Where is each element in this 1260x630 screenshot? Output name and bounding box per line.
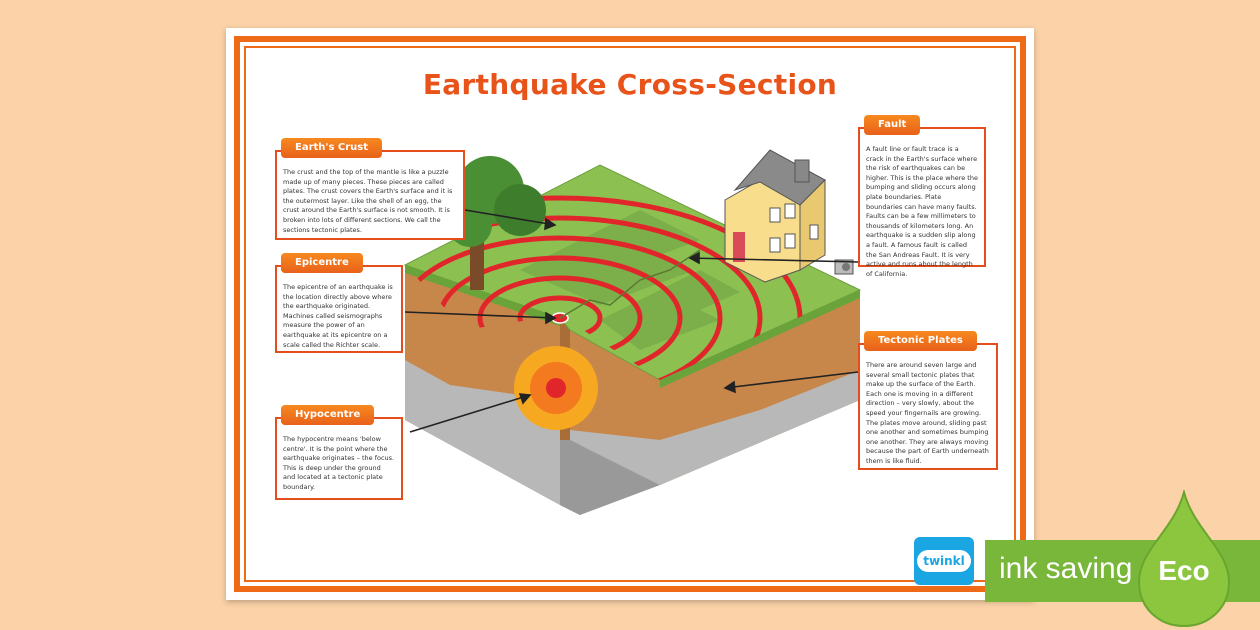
seismograph-icon: [834, 259, 854, 275]
label-epicentre-text: The epicentre of an earthquake is the lo…: [283, 283, 393, 349]
label-hypocentre: Hypocentre The hypocentre means 'below c…: [275, 405, 403, 500]
label-epicentre: Epicentre The epicentre of an earthquake…: [275, 253, 403, 353]
label-earths-crust: Earth's Crust The crust and the top of t…: [275, 138, 465, 240]
eco-leaf-icon: Eco: [1137, 490, 1231, 628]
label-tectonic-plates-text: There are around seven large and several…: [866, 361, 989, 465]
fault-crack: [559, 249, 701, 319]
page-title: Earthquake Cross-Section: [422, 68, 838, 101]
label-tectonic-plates: Tectonic Plates There are around seven l…: [858, 331, 998, 470]
poster-inner-frame: [244, 46, 1016, 582]
label-fault: Fault A fault line or fault trace is a c…: [858, 115, 986, 278]
ink-saving-text: ink saving: [999, 552, 1133, 585]
label-earths-crust-heading: Earth's Crust: [281, 138, 383, 158]
house-icon: [724, 149, 826, 283]
label-fault-heading: Fault: [864, 115, 921, 135]
label-earths-crust-text: The crust and the top of the mantle is l…: [283, 168, 453, 234]
label-tectonic-plates-heading: Tectonic Plates: [864, 331, 977, 351]
right-block-rock-front: [570, 430, 660, 485]
twinkl-logo-text: twinkl: [917, 550, 971, 572]
label-hypocentre-text: The hypocentre means 'below centre'. It …: [283, 435, 395, 491]
wave-ring: [405, 235, 723, 380]
bottom-base: [560, 440, 660, 515]
label-fault-text: A fault line or fault trace is a crack i…: [866, 145, 978, 278]
hypocentre-core: [546, 378, 566, 398]
wave-ring: [405, 215, 763, 380]
right-block-rock: [660, 370, 860, 485]
label-epicentre-heading: Epicentre: [281, 253, 363, 273]
label-arrows: [404, 209, 859, 433]
poster-frame: [234, 36, 1026, 592]
twinkl-logo: twinkl: [914, 537, 974, 585]
label-hypocentre-heading: Hypocentre: [281, 405, 375, 425]
grass-edge-right: [660, 290, 860, 388]
eco-badge-text: Eco: [1158, 555, 1209, 586]
